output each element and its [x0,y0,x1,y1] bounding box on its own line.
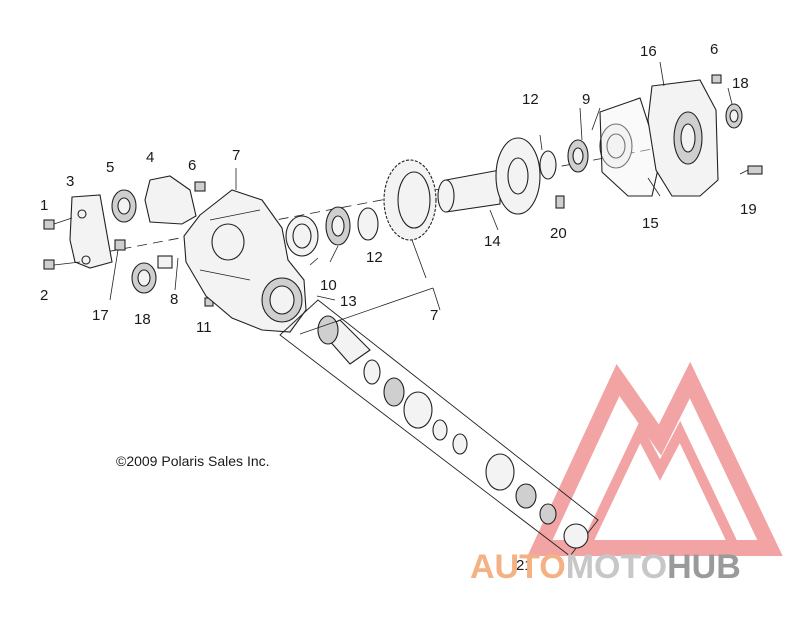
callout-16: 16 [640,43,657,60]
callout-4: 4 [146,149,154,166]
callout-18-right: 18 [732,75,749,92]
callout-1: 1 [40,197,48,214]
callout-9: 9 [582,91,590,108]
bearing-carrier-5 [111,189,137,223]
callout-21: 21 [516,557,533,574]
callout-10: 10 [320,277,337,294]
watermark-part-hub: HUB [667,548,741,586]
nut-6-right [711,74,722,84]
pinion-shaft [317,315,371,365]
callout-20: 20 [550,225,567,242]
tapered-bearing-9 [567,139,589,173]
seal-18-right [725,103,743,129]
pinion-stack [363,359,589,549]
seal-18-left [131,262,157,294]
shim-12-right [539,150,557,180]
ring-gear [383,159,437,241]
bolt-20 [555,195,565,209]
housing-cover [647,79,719,197]
callout-17: 17 [92,307,109,324]
main-housing [183,189,307,333]
callout-15: 15 [642,215,659,232]
bolt-19 [747,165,763,175]
callout-12-right: 12 [522,91,539,108]
plug-8 [157,255,173,269]
callout-6-left: 6 [188,157,196,174]
pinion-kit-frame [279,299,599,557]
callout-7-ring-gear: 7 [430,307,438,324]
tapered-bearing-10 [325,206,351,246]
callout-6-right: 6 [710,41,718,58]
gasket-15 [599,97,661,197]
watermark-text: AUTOMOTOHUB [470,548,741,586]
leader-lines [109,61,749,335]
callout-2: 2 [40,287,48,304]
callout-12-left: 12 [366,249,383,266]
watermark-logo-icon [527,361,783,556]
bearing-cup-9 [599,123,633,169]
callout-7-housing: 7 [232,147,240,164]
callout-11: 11 [196,319,212,336]
callout-5: 5 [106,159,114,176]
callout-14: 14 [484,233,501,250]
callout-3: 3 [66,173,74,190]
shim-12-left [357,207,379,241]
callout-13: 13 [340,293,357,310]
watermark-part-moto: MOTO [566,548,667,586]
differential-hub [437,137,541,215]
mounting-bracket-right [144,175,197,225]
callout-19: 19 [740,201,757,218]
callout-18-left: 18 [134,311,151,328]
bearing-cup-10 [285,215,319,257]
mounting-bracket-left [69,194,113,269]
copyright-text: ©2009 Polaris Sales Inc. [116,453,270,469]
watermark-part-auto: AUTO [470,548,566,586]
callout-8: 8 [170,291,178,308]
